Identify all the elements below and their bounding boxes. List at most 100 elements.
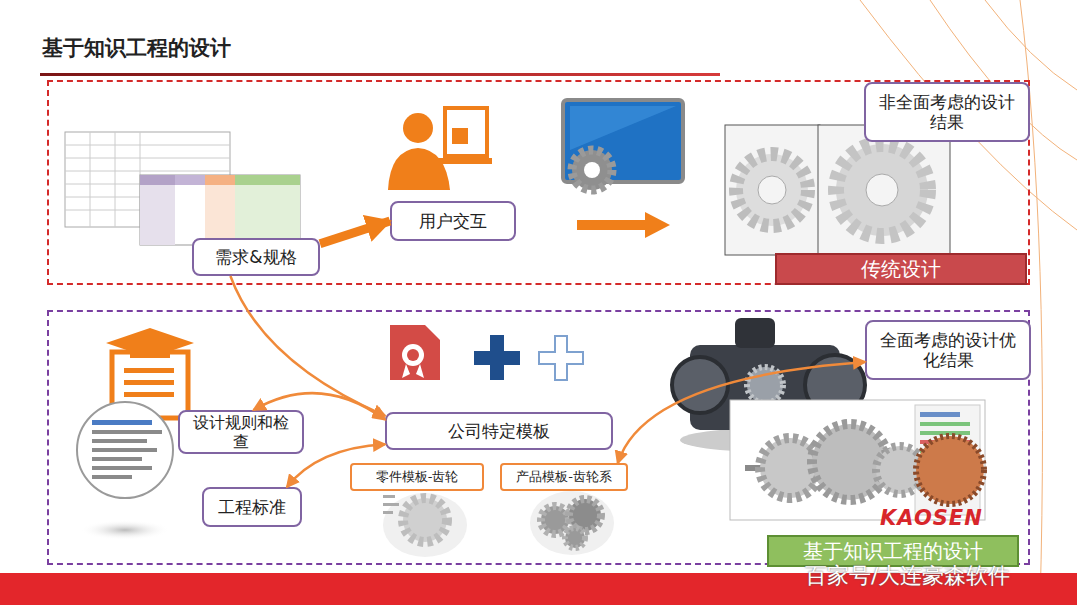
part-template-image (383, 495, 395, 498)
computer-icon (563, 100, 683, 190)
computer-icon (584, 162, 600, 178)
rules-screenshot (77, 402, 173, 498)
template-icon (416, 364, 424, 378)
spec-sheet (140, 185, 175, 245)
template-icon (407, 349, 419, 361)
node-text: 全面考虑的设计优化结果 (873, 330, 1023, 371)
product-template-image (569, 499, 601, 531)
rules-screenshot (92, 475, 132, 479)
computer-icon (570, 106, 676, 150)
gear-render (758, 176, 786, 204)
node-text: 非全面考虑的设计结果 (872, 92, 1022, 133)
part-template-image (383, 493, 467, 557)
callout-box: 全面考虑的设计优化结果 (865, 320, 1031, 380)
rules-screenshot (92, 448, 157, 452)
label-box: 工程标准 (202, 487, 302, 527)
label-box: 公司特定模板 (385, 412, 613, 450)
heading-band: 基于知识工程的设计 (767, 535, 1019, 567)
spec-sheet (140, 175, 300, 245)
gear-render (866, 174, 898, 206)
curved-arrow (254, 393, 385, 419)
gear-render (725, 125, 950, 255)
rules-icon (124, 392, 174, 397)
product-template-image (530, 491, 614, 555)
spec-sheet (115, 132, 116, 227)
spec-sheet (140, 175, 175, 185)
product-template-image (541, 506, 569, 534)
spec-sheet (90, 132, 91, 227)
label-box: 用户交互 (390, 201, 516, 241)
node-text: 公司特定模板 (448, 421, 550, 441)
part-template-image (403, 498, 447, 542)
title-underline (40, 73, 720, 76)
watermark: 百家号/大连豪森软件 (805, 561, 1010, 591)
node-text: 用户交互 (419, 211, 487, 231)
rules-screenshot (92, 457, 142, 461)
title-underline (40, 73, 720, 76)
heading-band: 传统设计 (775, 253, 1027, 285)
node-text: 零件模板-齿轮 (376, 469, 459, 485)
rules-screenshot (92, 420, 152, 425)
user-icon (452, 128, 468, 144)
template-icon (402, 364, 410, 378)
node-text: 产品模板-齿轮系 (516, 469, 612, 485)
computer-icon (572, 150, 612, 190)
process-arrow (577, 220, 647, 230)
product-template-image (530, 491, 614, 555)
plus-signs (474, 335, 583, 380)
spec-sheet (65, 132, 300, 245)
part-template-image (383, 493, 467, 557)
gearbox-render (747, 367, 783, 403)
rules-screenshot (77, 402, 173, 540)
gear-render (736, 154, 808, 226)
gear-render (818, 125, 950, 255)
gearbox-render (920, 422, 970, 426)
label-box: 设计规则和检查 (178, 410, 304, 454)
gearbox-render (920, 412, 960, 417)
product-template-image (565, 528, 585, 548)
node-text: 工程标准 (218, 497, 286, 517)
spec-sheet (235, 185, 300, 245)
template-icon (402, 344, 424, 366)
part-template-image (383, 503, 399, 506)
plus-signs (474, 351, 520, 365)
process-arrow (577, 212, 670, 238)
traditional-design-region: 传统设计 需求&规格 用户交互 非全面考虑的设计结果 (47, 80, 1030, 285)
rules-icon (106, 328, 194, 358)
spec-sheet (235, 175, 300, 185)
gearbox-render (760, 438, 820, 498)
decor-arcs (860, 0, 1077, 605)
part-template-image (383, 511, 393, 514)
spec-sheet (205, 175, 235, 185)
decor-arcs (985, 0, 1077, 90)
rules-icon (124, 368, 174, 373)
rules-icon (124, 380, 174, 385)
user-icon (388, 108, 492, 190)
user-icon (403, 113, 433, 143)
user-icon (445, 108, 487, 156)
gearbox-render (672, 357, 728, 413)
template-icon (390, 325, 440, 380)
node-text: 需求&规格 (215, 247, 296, 267)
spec-sheet (175, 175, 205, 185)
rules-screenshot (92, 466, 152, 470)
callout-box: 非全面考虑的设计结果 (864, 82, 1030, 142)
gearbox-render (730, 400, 985, 520)
curved-arrow (287, 444, 385, 487)
logo-text: KAOSEN (880, 506, 983, 530)
label-box: 需求&规格 (192, 238, 320, 276)
gear-render (836, 144, 928, 236)
user-icon (388, 148, 450, 190)
gearbox-render (916, 436, 984, 504)
decor-arcs (860, 0, 1077, 230)
rules-screenshot (80, 520, 170, 540)
gearbox-render (735, 318, 775, 348)
template-icon (390, 325, 440, 380)
node-text: 设计规则和检查 (186, 413, 296, 451)
plus-signs (539, 336, 583, 380)
gearbox-render (920, 431, 970, 435)
template-box: 产品模板-齿轮系 (500, 463, 628, 491)
spec-sheet (205, 185, 235, 245)
rules-icon (130, 346, 170, 358)
